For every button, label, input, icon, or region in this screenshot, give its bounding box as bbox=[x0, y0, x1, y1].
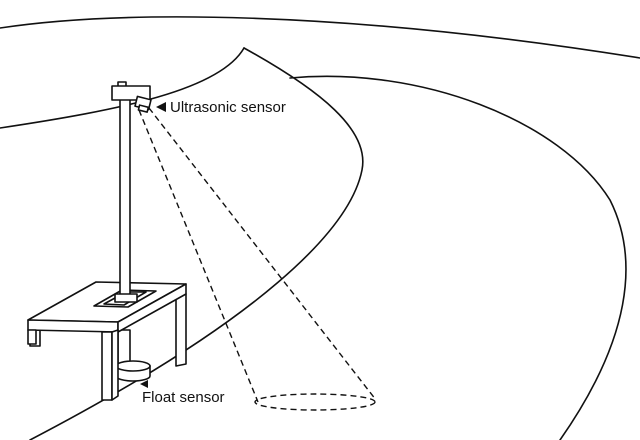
table-leg-front-left bbox=[101, 331, 113, 401]
beam-footprint bbox=[254, 393, 376, 411]
ultrasonic-sensor-lens bbox=[137, 104, 150, 113]
pole-base bbox=[114, 293, 138, 303]
right-bank-curve bbox=[289, 75, 627, 440]
float-sensor bbox=[115, 329, 151, 382]
channel-banks bbox=[0, 16, 640, 440]
ultrasonic-beam bbox=[138, 107, 377, 411]
far-bank-top bbox=[0, 16, 640, 59]
table-leg-back-right bbox=[175, 293, 187, 367]
beam-edge-left bbox=[138, 109, 259, 403]
float-sensor-label: Float sensor bbox=[142, 389, 225, 406]
mounting-table bbox=[27, 281, 187, 401]
left-bank-upper bbox=[0, 47, 245, 129]
ultrasonic-sensor-label: Ultrasonic sensor bbox=[170, 99, 286, 116]
table-slot bbox=[93, 289, 157, 308]
table-apron-front bbox=[27, 319, 119, 333]
table-leg-front-left-side bbox=[111, 329, 119, 401]
pole bbox=[119, 95, 131, 299]
sensor-pole bbox=[111, 81, 152, 303]
ultrasonic-callout: Ultrasonic sensor bbox=[156, 99, 286, 116]
table-apron-right bbox=[117, 283, 187, 333]
float-callout: Float sensor bbox=[140, 380, 225, 406]
float-pointer-icon bbox=[140, 380, 148, 388]
table-leg-front-corner bbox=[27, 329, 37, 345]
float-top bbox=[115, 360, 151, 372]
beam-edge-right bbox=[148, 107, 377, 401]
ultrasonic-pointer-icon bbox=[156, 102, 166, 112]
